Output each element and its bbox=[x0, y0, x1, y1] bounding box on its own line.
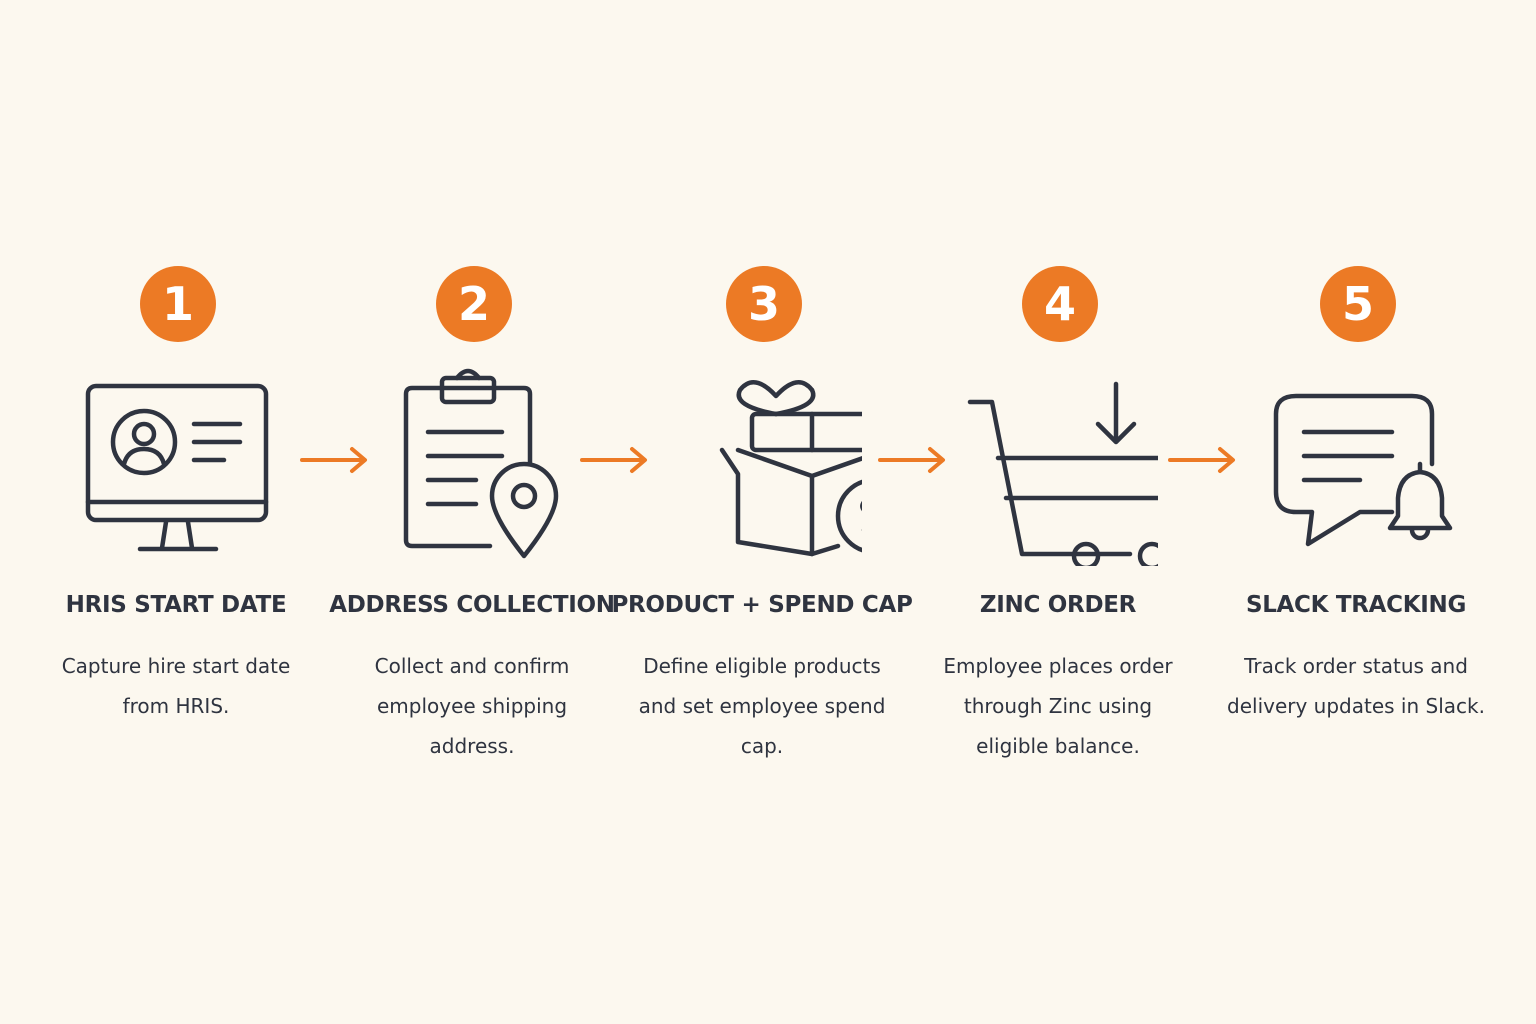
step-description: Capture hire start date from HRIS. bbox=[61, 654, 291, 718]
arrow-right-icon bbox=[298, 446, 370, 474]
shopping-cart-icon bbox=[958, 366, 1158, 566]
gift-box-dollar-icon bbox=[662, 366, 862, 566]
step-number-badge: 3 bbox=[726, 266, 802, 342]
step-3: 3 PRODUCT + SPEND CAP Define eligible pr… bbox=[611, 266, 913, 786]
step-title: PRODUCT + SPEND CAP bbox=[611, 592, 913, 618]
step-number-badge: 2 bbox=[436, 266, 512, 342]
step-description: Collect and confirm employee shipping ad… bbox=[374, 654, 570, 758]
monitor-profile-icon bbox=[76, 366, 276, 566]
arrow-right-icon bbox=[1166, 446, 1238, 474]
step-description: Employee places order through Zinc using… bbox=[943, 654, 1173, 758]
step-number-badge: 5 bbox=[1320, 266, 1396, 342]
step-4: 4 ZINC ORDER Employee places order throu… bbox=[908, 266, 1208, 786]
step-description: Track order status and delivery updates … bbox=[1227, 654, 1485, 718]
step-number-badge: 4 bbox=[1022, 266, 1098, 342]
step-title: ADDRESS COLLECTION bbox=[329, 592, 615, 618]
step-title: HRIS START DATE bbox=[65, 592, 287, 618]
step-5: 5 SLACK TRACKING Track order status and … bbox=[1206, 266, 1506, 786]
clipboard-location-icon bbox=[372, 366, 572, 566]
arrow-right-icon bbox=[578, 446, 650, 474]
step-2: 2 ADDRESS COLLECTION Collect and confirm… bbox=[322, 266, 622, 786]
step-description: Define eligible products and set employe… bbox=[638, 654, 886, 758]
step-1: 1 HRIS START DATE Capture hire start dat… bbox=[26, 266, 326, 786]
arrow-right-icon bbox=[876, 446, 948, 474]
step-number-badge: 1 bbox=[140, 266, 216, 342]
step-title: SLACK TRACKING bbox=[1245, 592, 1467, 618]
chat-bell-icon bbox=[1256, 366, 1456, 566]
step-title: ZINC ORDER bbox=[979, 592, 1137, 618]
